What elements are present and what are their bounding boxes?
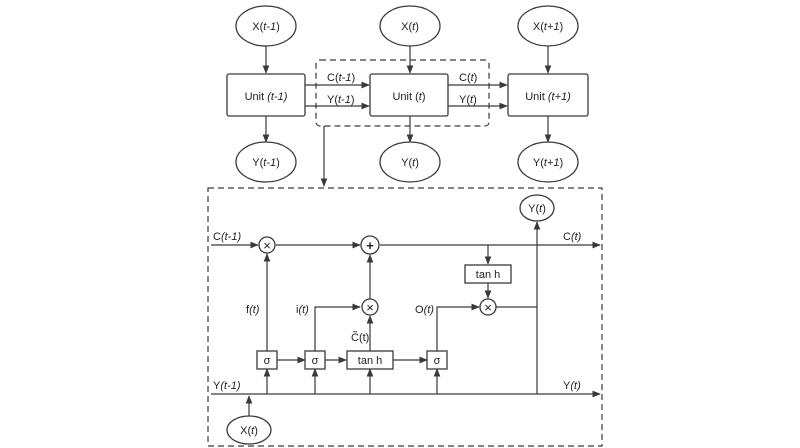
add-symbol: + bbox=[366, 238, 374, 253]
unit-label-t-plus-1: Unit (t+1) bbox=[525, 91, 571, 103]
output-label-t-minus-1: Y(t-1) bbox=[252, 157, 280, 169]
output-signal-arrow bbox=[436, 303, 480, 351]
current-unit-highlight bbox=[315, 59, 490, 127]
link-label-y-t-minus-1: Y(t-1) bbox=[327, 94, 355, 106]
lstm-cell: C(t-1) C(t) × + Y(t-1) X(t) σ σ tan h bbox=[207, 187, 603, 447]
output-node-t-plus-1 bbox=[517, 141, 579, 183]
output-node-t bbox=[379, 141, 441, 183]
input-label-t-plus-1: X(t+1) bbox=[533, 21, 563, 33]
cell-state-out-label: C(t) bbox=[563, 231, 582, 243]
cell-state-in-label: C(t-1) bbox=[213, 231, 241, 243]
unrolled-chain: X(t-1) X(t) X(t+1) Unit (t-1) Unit (t) U… bbox=[226, 5, 589, 187]
input-gate-symbol: σ bbox=[312, 355, 319, 367]
link-label-c-t-minus-1: C(t-1) bbox=[327, 72, 355, 84]
link-label-c-t: C(t) bbox=[459, 72, 477, 84]
output-gate-symbol: σ bbox=[434, 355, 441, 367]
forget-multiply-node bbox=[258, 236, 276, 254]
link-label-y-t: Y(t) bbox=[459, 94, 477, 106]
input-label-t-minus-1: X(t-1) bbox=[252, 21, 280, 33]
output-signal-label: O(t) bbox=[415, 304, 434, 316]
unit-label-t: Unit (t) bbox=[392, 91, 425, 103]
output-node-t-minus-1 bbox=[235, 141, 297, 183]
unit-label-t-minus-1: Unit (t-1) bbox=[245, 91, 288, 103]
forget-multiply-symbol: × bbox=[263, 238, 271, 253]
output-multiply-symbol: × bbox=[484, 300, 492, 315]
unit-box-t bbox=[369, 73, 449, 117]
hidden-state-in-label: Y(t-1) bbox=[213, 380, 241, 392]
output-label-t: Y(t) bbox=[401, 157, 419, 169]
input-multiply-symbol: × bbox=[366, 300, 374, 315]
output-tanh-label: tan h bbox=[476, 269, 500, 281]
input-label-t: X(t) bbox=[401, 21, 419, 33]
input-signal-label: i(t) bbox=[296, 304, 309, 316]
cell-output-node bbox=[519, 194, 555, 222]
add-node bbox=[360, 235, 380, 255]
cell-output-label: Y(t) bbox=[528, 203, 546, 215]
cell-input-label: X(t) bbox=[240, 425, 258, 437]
output-label-t-plus-1: Y(t+1) bbox=[533, 157, 563, 169]
candidate-signal-label: C̃(t) bbox=[351, 331, 369, 344]
input-signal-arrow bbox=[314, 303, 361, 351]
hidden-state-out-label: Y(t) bbox=[563, 380, 581, 392]
forget-gate-symbol: σ bbox=[264, 355, 271, 367]
forget-signal-label: f(t) bbox=[246, 304, 260, 316]
cell-border bbox=[207, 187, 603, 447]
candidate-tanh-label: tan h bbox=[358, 355, 382, 367]
